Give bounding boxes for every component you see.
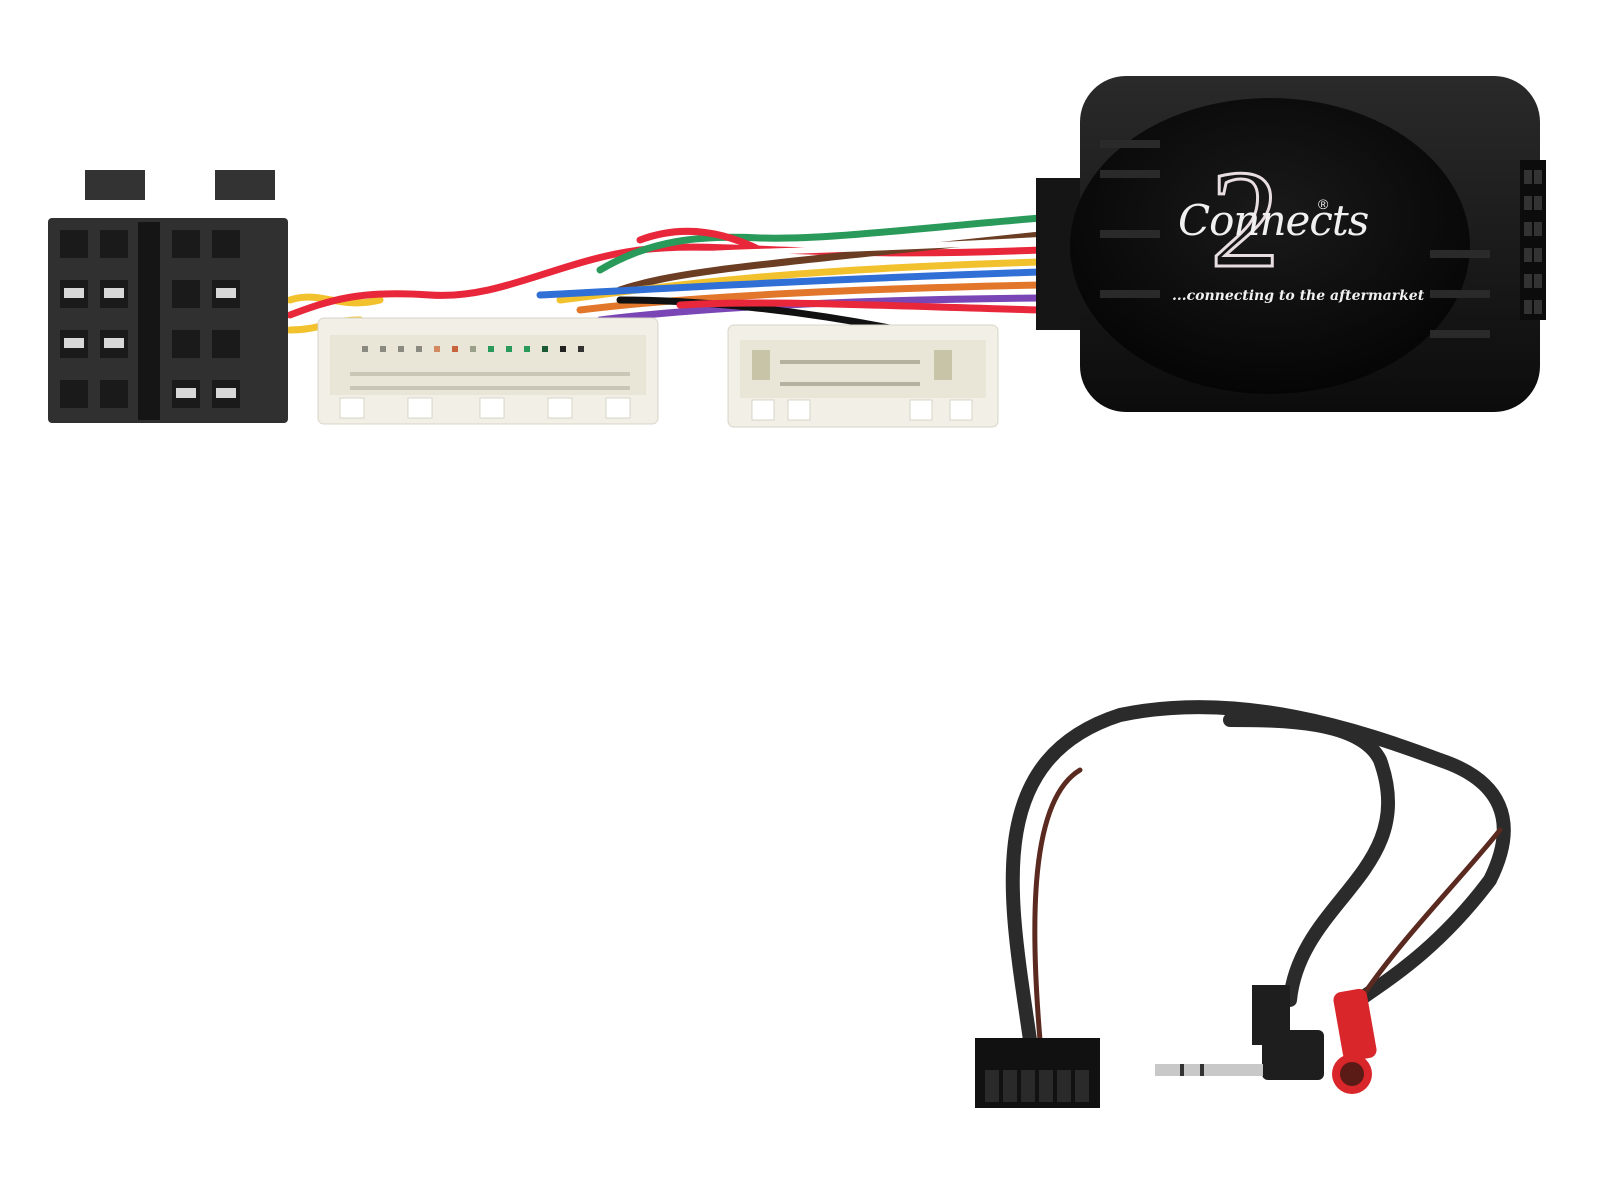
brand-logo-number: 2 <box>1209 142 1282 297</box>
antenna-bullet-connector <box>1332 988 1377 1094</box>
oem-connector-small <box>727 324 999 428</box>
3.5mm-jack <box>1155 985 1324 1080</box>
patch-lead <box>1005 700 1511 1047</box>
brand-tagline: ...connecting to the aftermarket <box>1172 288 1425 304</box>
brand-logo-script: Connects <box>1178 196 1369 245</box>
interface-box <box>1036 76 1546 412</box>
iso-connector <box>48 170 288 423</box>
12-pin-plug <box>975 1038 1100 1108</box>
wire-bundle <box>286 214 1044 334</box>
registered-mark: ® <box>1318 196 1329 212</box>
oem-connector-large <box>317 317 659 425</box>
